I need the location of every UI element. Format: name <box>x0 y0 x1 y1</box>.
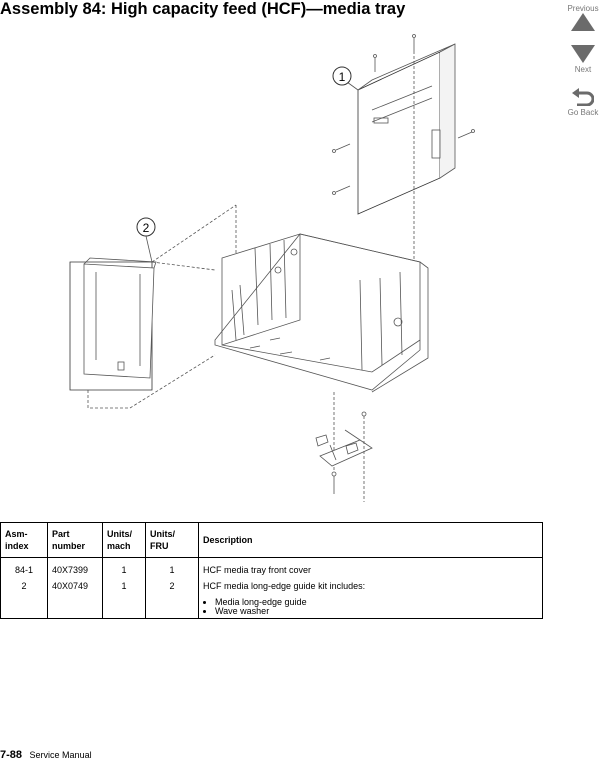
description-cell: HCF media long-edge guide kit includes: … <box>198 578 543 619</box>
page-footer: 7-88 Service Manual <box>0 749 92 761</box>
col-units-fru: Units/FRU <box>145 522 199 558</box>
next-label: Next <box>574 65 592 74</box>
col-asm-index: Asm-index <box>0 522 48 558</box>
list-item: Wave washer <box>215 607 538 616</box>
go-back-label: Go Back <box>567 108 599 117</box>
asm-index-cell: 2 <box>0 578 48 619</box>
up-arrow-icon <box>571 13 595 31</box>
part-number-cell: 40X0749 <box>47 578 103 619</box>
col-units-mach: Units/mach <box>102 522 146 558</box>
asm-index-cell: 84-1 <box>0 557 48 578</box>
units-mach-cell: 1 <box>102 578 146 619</box>
table-row: 84-1 40X7399 1 1 HCF media tray front co… <box>0 557 543 578</box>
page-title: Assembly 84: High capacity feed (HCF)—me… <box>0 0 406 18</box>
col-description: Description <box>198 522 543 558</box>
nav-previous[interactable]: Previous <box>558 4 608 33</box>
callout-2: 2 <box>136 217 156 237</box>
units-fru-cell: 2 <box>145 578 199 619</box>
table-row: 2 40X0749 1 2 HCF media long-edge guide … <box>0 578 543 619</box>
assembly-illustration: 1 2 <box>69 34 475 502</box>
callout-1: 1 <box>332 66 352 86</box>
down-arrow-icon <box>571 45 595 63</box>
return-arrow-icon <box>572 88 595 107</box>
previous-label: Previous <box>567 4 599 13</box>
units-fru-cell: 1 <box>145 557 199 578</box>
description-cell: HCF media tray front cover <box>198 557 543 578</box>
callout-2-label: 2 <box>143 221 150 235</box>
callout-1-label: 1 <box>339 70 346 84</box>
units-mach-cell: 1 <box>102 557 146 578</box>
list-item: Media long-edge guide <box>215 598 538 607</box>
description-text: HCF media long-edge guide kit includes: <box>203 581 366 591</box>
nav-next[interactable]: Next <box>558 45 608 74</box>
manual-name: Service Manual <box>29 750 92 760</box>
page-number: 7-88 <box>0 749 23 761</box>
includes-list: Media long-edge guide Wave washer <box>203 598 538 616</box>
nav-go-back[interactable]: Go Back <box>558 88 608 117</box>
part-number-cell: 40X7399 <box>47 557 103 578</box>
